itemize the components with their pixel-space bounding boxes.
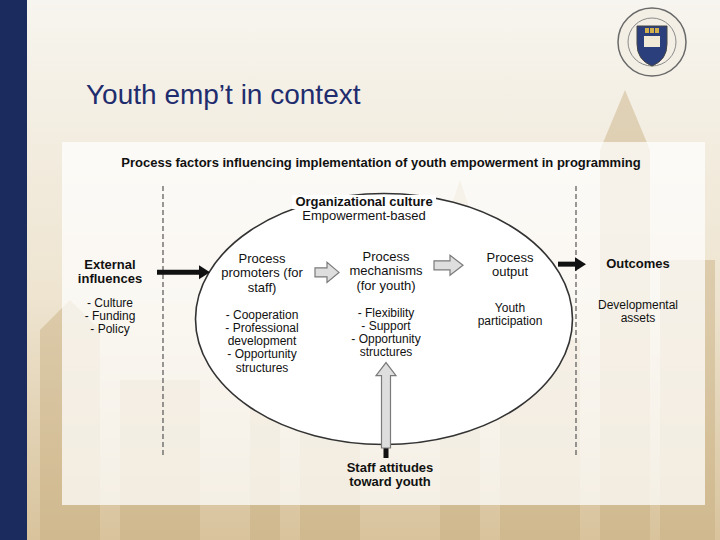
university-crest — [618, 8, 686, 76]
node-text: - Support — [341, 320, 431, 333]
slide-title: Youth emp’t in context — [86, 80, 360, 111]
node-heading: Outcomes — [588, 257, 688, 271]
connector — [558, 257, 586, 271]
staff-attitudes: Staff attitudes toward youth — [332, 461, 448, 490]
arrow-shaft — [157, 270, 199, 275]
node-text: - Policy — [66, 323, 154, 336]
crest-ring — [618, 8, 686, 76]
block-arrow — [376, 363, 396, 448]
arrow-head — [575, 257, 586, 271]
node-text: - Culture — [66, 297, 154, 310]
node-heading: Organizational culture — [292, 195, 435, 209]
node-text: - Cooperation — [212, 309, 312, 322]
node-heading: Process promoters (for staff) — [220, 252, 304, 295]
dashed-boundary — [162, 186, 163, 456]
node-text: - Flexibility — [341, 307, 431, 320]
connector — [376, 363, 396, 458]
node-text: - Opportunity structures — [341, 333, 431, 359]
node-heading: External influences — [66, 258, 154, 287]
process-output: Process outputYouth participation — [465, 251, 555, 328]
crest-inner-ring — [628, 18, 676, 66]
node-text: - Funding — [66, 310, 154, 323]
process-promoters: Process promoters (for staff) - Cooperati… — [212, 252, 312, 375]
diagram-panel — [62, 142, 705, 505]
ellipse-shape — [196, 194, 573, 445]
arrow-shaft — [384, 444, 389, 458]
external-influences: External influences - Culture- Funding- P… — [66, 258, 154, 336]
node-text: - Opportunity structures — [212, 348, 312, 374]
ellipse-heading: Organizational cultureEmpowerment-based — [274, 195, 454, 224]
arrow-head — [199, 265, 210, 279]
node-text: Youth participation — [465, 302, 555, 328]
node-heading: Process output — [475, 251, 545, 280]
crest-crown — [650, 28, 654, 33]
crest-book — [644, 36, 660, 47]
dashed-boundary — [575, 186, 576, 456]
process-mechanisms: Process mechanisms (for youth) - Flexibil… — [341, 250, 431, 360]
node-heading: Process mechanisms (for youth) — [341, 250, 431, 293]
connector — [315, 262, 339, 282]
building-silhouettes — [40, 90, 715, 540]
crest-crown — [645, 28, 649, 33]
side-bar — [0, 0, 27, 540]
connector — [434, 255, 463, 275]
crest-shield — [637, 26, 667, 66]
crest-crown — [655, 28, 659, 33]
node-text: - Professional development — [212, 322, 312, 348]
block-arrow — [434, 255, 463, 275]
node-text: Empowerment-based — [299, 209, 429, 223]
diagram-heading: Process factors influencing implementati… — [61, 156, 701, 170]
connector — [157, 265, 210, 279]
organization-ellipse: Organizational cultureEmpowerment-basedP… — [194, 192, 574, 446]
node-heading: Staff attitudes toward youth — [332, 461, 448, 490]
arrow-shaft — [558, 262, 575, 267]
outcomes: OutcomesDevelopmental assets — [588, 257, 688, 326]
node-text: Developmental assets — [588, 299, 688, 325]
block-arrow — [315, 262, 339, 282]
